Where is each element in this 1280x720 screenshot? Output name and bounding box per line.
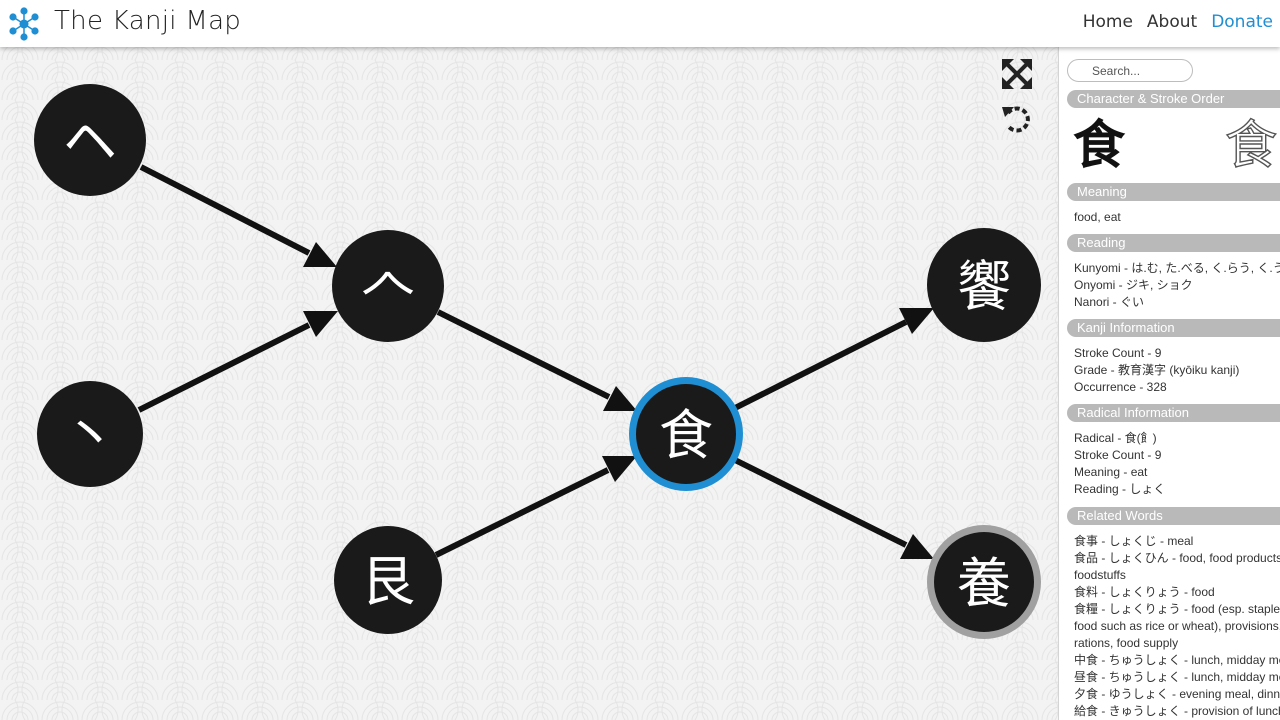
section-header-stroke-order: Character & Stroke Order — [1067, 90, 1280, 108]
graph-node-shoku-selected[interactable]: 食 — [629, 377, 743, 491]
reset-rotate-icon[interactable] — [1002, 104, 1032, 134]
edge-he-to-hito — [139, 164, 337, 267]
section-header-kanji-information: Kanji Information — [1067, 319, 1280, 337]
related-word: 夕食 - ゆうしょく - evening meal, dinner — [1074, 687, 1280, 701]
radical-reading: Reading - しょく — [1074, 482, 1166, 496]
graph-node-he[interactable]: ヘ — [34, 84, 146, 196]
nav-about-link[interactable]: About — [1146, 12, 1198, 32]
kanji-occurrence: Occurrence - 328 — [1074, 380, 1167, 394]
related-word: 食事 - しょくじ - meal — [1074, 534, 1194, 548]
section-header-radical-information: Radical Information — [1067, 404, 1280, 422]
reading-kunyomi: Kunyomi - は.む, た.べる, く.らう, く.う — [1074, 261, 1280, 275]
kanji-graph-canvas[interactable]: ヘ 𠆢 丶 食 饗 艮 養 — [0, 47, 1058, 720]
radical-name: Radical - 食(飠) — [1074, 431, 1157, 445]
section-header-reading: Reading — [1067, 234, 1280, 252]
edge-shoku-to-you — [733, 457, 934, 559]
graph-node-you-hovered[interactable]: 養 — [927, 525, 1041, 639]
edge-hito-to-shoku — [436, 309, 637, 411]
kanji-stroke-count: Stroke Count - 9 — [1074, 346, 1162, 360]
node-label: 丶 — [63, 404, 117, 467]
graph-node-kon[interactable]: 艮 — [334, 526, 442, 634]
edge-ten-to-hito — [137, 311, 338, 413]
nav-donate-link[interactable]: Donate — [1211, 12, 1273, 32]
kanji-graph-svg[interactable]: ヘ 𠆢 丶 食 饗 艮 養 — [0, 47, 1058, 720]
search-input[interactable] — [1067, 59, 1193, 82]
graph-edges — [137, 164, 934, 559]
related-word: 食品 - しょくひん - food, food products, — [1074, 551, 1280, 565]
stroke-order-animation: 食 — [1224, 115, 1278, 176]
fullscreen-expand-icon[interactable] — [1002, 59, 1032, 89]
related-word: 食料 - しょくりょう - food — [1074, 585, 1215, 599]
kanji-info-sidebar: Character & Stroke Order 食 食 Meaning foo… — [1058, 47, 1280, 720]
kanji-grade: Grade - 教育漢字 (kyōiku kanji) — [1074, 363, 1240, 377]
related-word: food such as rice or wheat), provisions, — [1074, 619, 1280, 633]
graph-node-ten[interactable]: 丶 — [37, 381, 143, 487]
related-word: 昼食 - ちゅうしょく - lunch, midday meal — [1074, 670, 1280, 684]
wave-pattern-background — [0, 47, 1058, 720]
node-label: ヘ — [63, 110, 117, 173]
related-word: 給食 - きゅうしょく - provision of lunch — [1074, 704, 1280, 718]
reading-onyomi: Onyomi - ジキ, ショク — [1074, 278, 1193, 292]
site-title[interactable]: The Kanji Map — [54, 6, 242, 36]
selected-kanji-character: 食 — [1073, 116, 1126, 176]
edge-kon-to-shoku — [434, 456, 637, 558]
node-label: 艮 — [361, 550, 415, 613]
radical-stroke-count: Stroke Count - 9 — [1074, 448, 1162, 462]
node-label: 食 — [659, 404, 713, 467]
edge-shoku-to-kyou — [733, 308, 934, 411]
radical-meaning: Meaning - eat — [1074, 465, 1148, 479]
section-header-related-words: Related Words — [1067, 507, 1280, 525]
main-nav: Home About Donate — [1083, 12, 1273, 32]
node-label: 𠆢 — [361, 256, 415, 319]
nav-home-link[interactable]: Home — [1082, 12, 1133, 32]
node-label: 饗 — [957, 255, 1011, 318]
graph-node-hito[interactable]: 𠆢 — [332, 230, 444, 342]
top-navbar: The Kanji Map Home About Donate — [0, 0, 1280, 47]
related-word: 食糧 - しょくりょう - food (esp. staple — [1074, 602, 1280, 616]
node-label: 養 — [957, 552, 1011, 615]
molecule-logo-icon[interactable] — [6, 6, 42, 42]
related-word: rations, food supply — [1074, 636, 1179, 650]
reading-nanori: Nanori - ぐい — [1074, 295, 1145, 309]
related-word: foodstuffs — [1074, 568, 1126, 582]
related-word: 中食 - ちゅうしょく - lunch, midday meal — [1074, 653, 1280, 667]
graph-node-kyou[interactable]: 饗 — [927, 228, 1041, 342]
section-header-meaning: Meaning — [1067, 183, 1280, 201]
meaning-text: food, eat — [1074, 210, 1121, 224]
